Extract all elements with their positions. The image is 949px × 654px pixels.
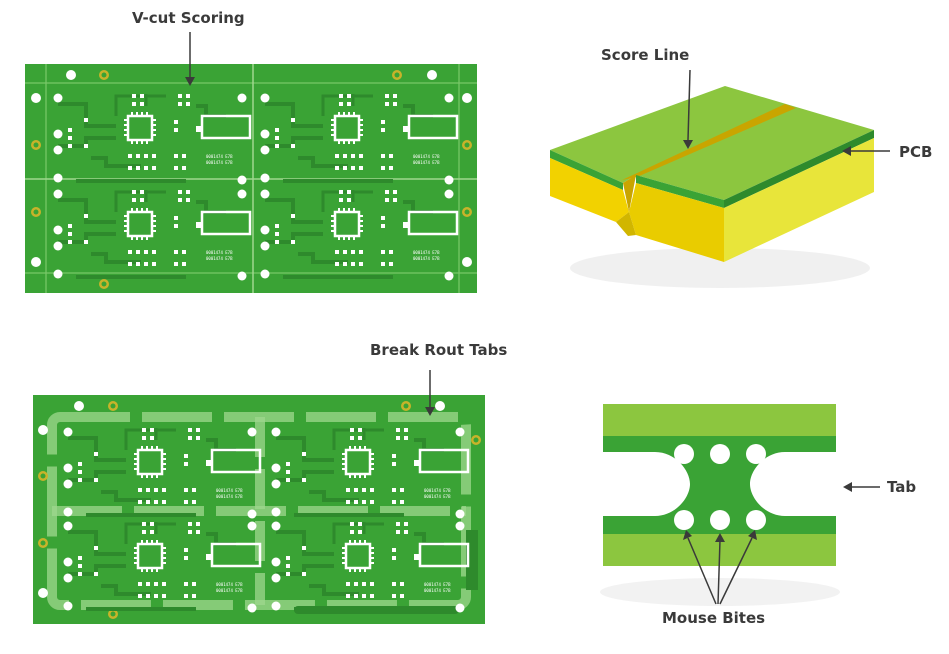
score-line-label: Score Line bbox=[601, 46, 690, 64]
tab-label: Tab bbox=[887, 478, 917, 496]
tab-pointer-arrow bbox=[843, 482, 880, 492]
mouse-bite-hole bbox=[746, 510, 766, 530]
vcut-3d-block bbox=[550, 86, 874, 288]
mouse-bites-label: Mouse Bites bbox=[662, 609, 766, 627]
mouse-bite-hole bbox=[674, 510, 694, 530]
pcb-label: PCB bbox=[899, 143, 933, 161]
mouse-bite-hole bbox=[674, 444, 694, 464]
break-rout-tabs-label: Break Rout Tabs bbox=[370, 341, 508, 359]
tab-route-panel bbox=[33, 395, 485, 624]
mouse-bite-hole bbox=[746, 444, 766, 464]
pcb-pointer-arrow bbox=[842, 146, 890, 156]
break-rout-tabs-pointer-arrow bbox=[425, 370, 435, 416]
mouse-bite-tab-diagram bbox=[600, 404, 840, 606]
break-tab bbox=[655, 452, 785, 516]
vcut-panel bbox=[25, 64, 477, 293]
score-line-strip bbox=[622, 104, 796, 180]
vcut-scoring-label: V-cut Scoring bbox=[132, 9, 245, 27]
score-line-pointer-arrow bbox=[683, 69, 693, 149]
mouse-bites-pointer-arrows bbox=[683, 530, 757, 605]
mouse-bite-hole bbox=[710, 510, 730, 530]
vcut-pointer-arrow bbox=[185, 32, 195, 86]
mouse-bite-hole bbox=[710, 444, 730, 464]
